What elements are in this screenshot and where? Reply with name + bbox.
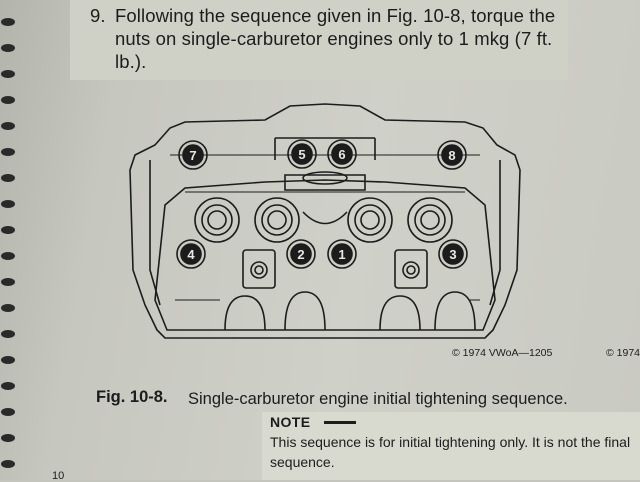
- valve-rings: [194, 197, 453, 243]
- note-text: This sequence is for initial tightening …: [270, 434, 631, 470]
- nut-label-8: 8: [448, 148, 455, 163]
- nut-label-1: 1: [338, 247, 345, 262]
- nut-label-2: 2: [297, 247, 304, 262]
- step-9: 9. Following the sequence given in Fig. …: [90, 4, 565, 73]
- figure-caption: Single-carburetor engine initial tighten…: [188, 390, 568, 408]
- diagram-credit-cut: © 1974: [606, 347, 640, 359]
- step-highlight: [70, 0, 568, 80]
- nut-8: 8: [437, 140, 467, 170]
- nut-label-3: 3: [449, 247, 456, 262]
- nut-7: 7: [178, 140, 208, 170]
- diagram-credit: © 1974 VWoA—1205: [452, 347, 553, 359]
- nut-label-4: 4: [187, 247, 195, 262]
- nut-6: 6: [327, 139, 357, 169]
- nut-3: 3: [438, 239, 468, 269]
- spiral-binding: [1, 18, 15, 468]
- nut-label-5: 5: [298, 147, 305, 162]
- nut-1: 1: [327, 239, 357, 269]
- head-outline: [129, 103, 521, 339]
- nut-4: 4: [176, 239, 206, 269]
- note-rule: [324, 421, 356, 424]
- cylinder-head-diagram: 7 5 6 8 4 2 1 3: [129, 103, 521, 339]
- figure-label: Fig. 10-8.: [96, 388, 168, 406]
- nut-5: 5: [287, 139, 317, 169]
- head-inner-outline: [154, 179, 496, 331]
- step-number: 9.: [90, 5, 106, 26]
- note-title: NOTE: [270, 414, 311, 430]
- page-footer-mark: 10: [52, 470, 65, 482]
- nut-label-7: 7: [189, 148, 196, 163]
- nut-2: 2: [286, 239, 316, 269]
- nut-label-6: 6: [338, 147, 345, 162]
- step-text: Following the sequence given in Fig. 10-…: [115, 5, 556, 72]
